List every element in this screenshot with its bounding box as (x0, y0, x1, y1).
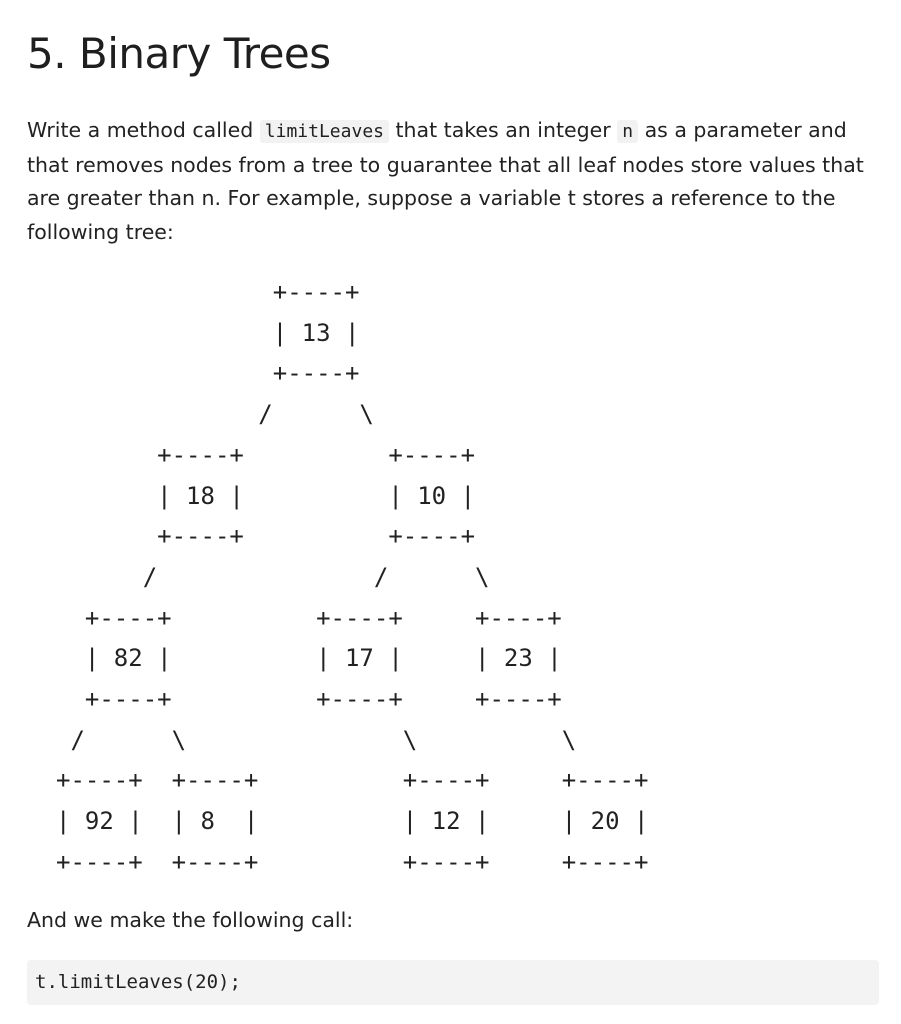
description-text-3: as a parameter and that removes nodes fr… (27, 118, 864, 244)
call-intro-text: And we make the following call: (27, 908, 354, 932)
problem-description: Write a method called limitLeaves that t… (27, 114, 887, 249)
page-title: 5. Binary Trees (27, 29, 331, 78)
param-name-code: n (617, 120, 639, 143)
description-text-1: Write a method called (27, 118, 260, 142)
method-name-code: limitLeaves (259, 120, 389, 143)
tree-diagram: +----+ | 13 | +----+ / \ +----+ +----+ |… (56, 278, 649, 876)
description-text-2: that takes an integer (389, 118, 618, 142)
code-call-block: t.limitLeaves(20); (27, 960, 879, 1005)
